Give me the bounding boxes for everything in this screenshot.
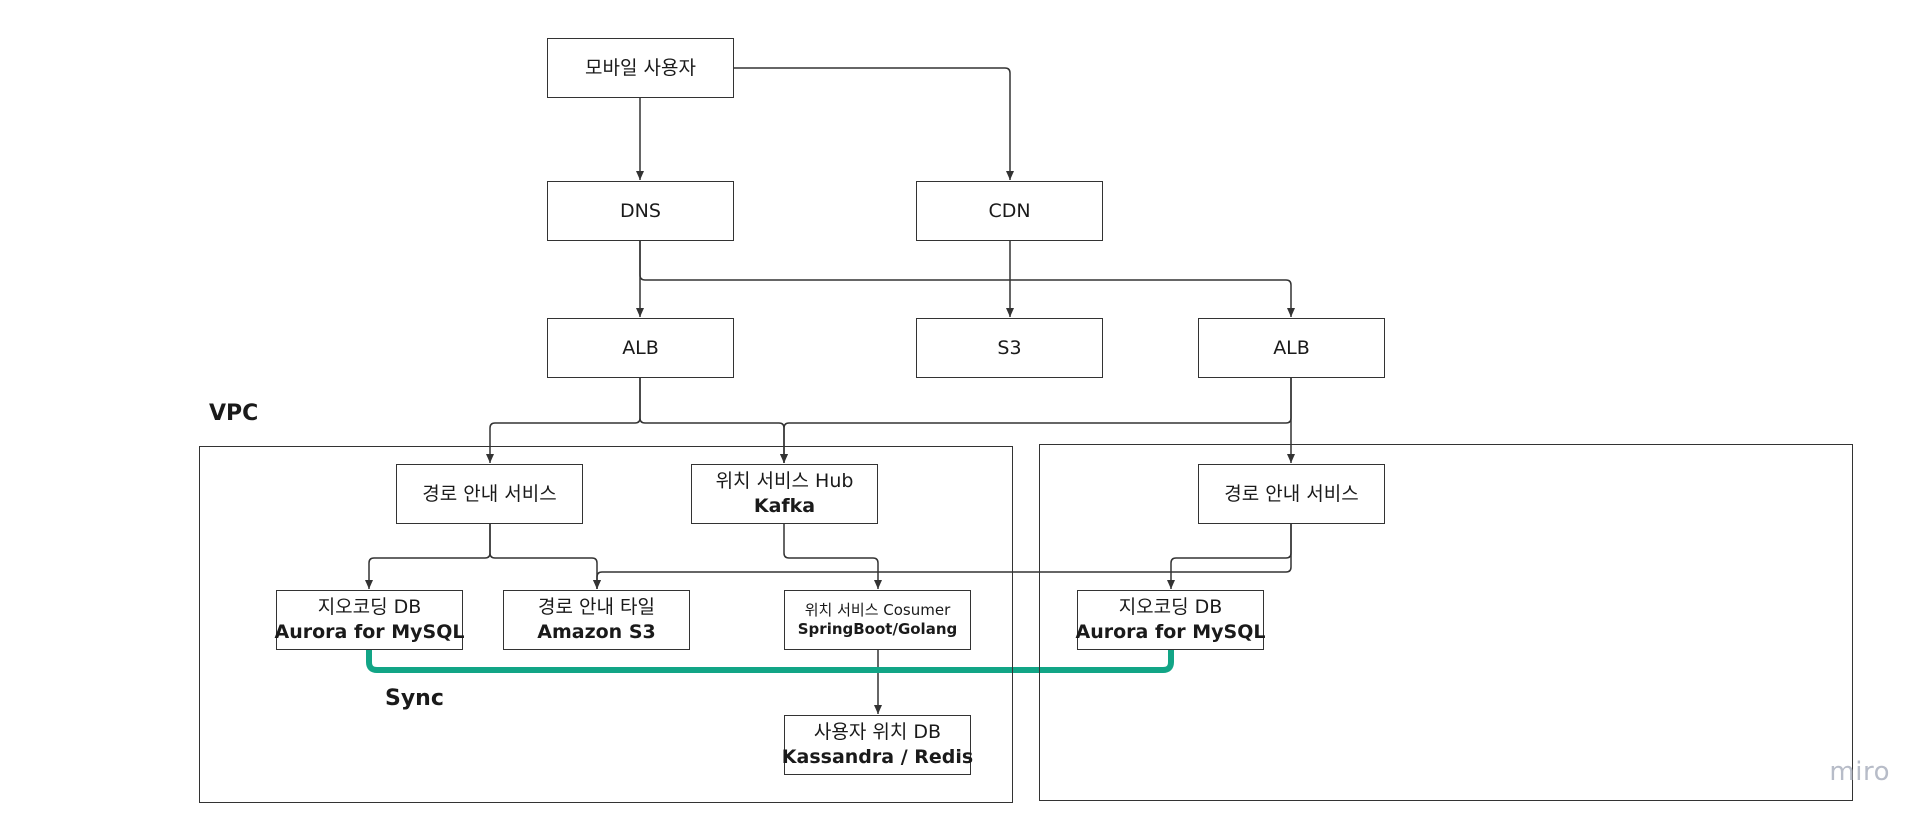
node-label: 위치 서비스 Cosumer bbox=[804, 600, 951, 619]
node-route-tile: 경로 안내 타일 Amazon S3 bbox=[503, 590, 690, 650]
node-label: 위치 서비스 Hub bbox=[715, 470, 854, 493]
node-sublabel: Aurora for MySQL bbox=[274, 621, 465, 643]
node-dns: DNS bbox=[547, 181, 734, 241]
node-geocoding-db-right: 지오코딩 DB Aurora for MySQL bbox=[1075, 590, 1266, 650]
vpc-right-region bbox=[1039, 444, 1853, 801]
edge-route-service-right-to-geocoding bbox=[1167, 524, 1292, 589]
node-label: S3 bbox=[997, 336, 1022, 359]
vpc-left-region bbox=[199, 446, 1013, 803]
node-label: 사용자 위치 DB bbox=[813, 721, 942, 744]
edge-route-service-right-to-route-tile bbox=[593, 524, 1292, 589]
node-label: 모바일 사용자 bbox=[585, 56, 696, 79]
node-mobile-user: 모바일 사용자 bbox=[547, 38, 734, 98]
node-cdn: CDN bbox=[916, 181, 1103, 241]
node-label: ALB bbox=[622, 336, 659, 359]
edge-dns-to-alb-right bbox=[639, 241, 1295, 317]
miro-watermark: miro bbox=[1829, 757, 1890, 787]
edge-location-hub-to-consumer bbox=[783, 524, 882, 589]
node-label: 경로 안내 타일 bbox=[538, 596, 655, 619]
node-label: 경로 안내 서비스 bbox=[1224, 482, 1359, 505]
node-label: CDN bbox=[988, 199, 1031, 222]
node-user-location-db: 사용자 위치 DB Kassandra / Redis bbox=[781, 715, 974, 775]
edge-mobile-to-cdn bbox=[733, 67, 1014, 180]
node-label: 경로 안내 서비스 bbox=[422, 482, 557, 505]
node-s3: S3 bbox=[916, 318, 1103, 378]
edge-route-service-to-route-tile bbox=[489, 524, 601, 589]
node-sublabel: Kafka bbox=[753, 495, 816, 517]
sync-label: Sync bbox=[385, 686, 444, 711]
node-sublabel: Kassandra / Redis bbox=[781, 746, 974, 768]
node-location-consumer: 위치 서비스 Cosumer SpringBoot/Golang bbox=[784, 590, 971, 650]
node-sublabel: Aurora for MySQL bbox=[1075, 621, 1266, 643]
vpc-label: VPC bbox=[209, 401, 259, 426]
node-sublabel: Amazon S3 bbox=[537, 621, 656, 643]
node-label: DNS bbox=[620, 199, 661, 222]
node-geocoding-db-left: 지오코딩 DB Aurora for MySQL bbox=[274, 590, 465, 650]
node-label: ALB bbox=[1273, 336, 1310, 359]
node-location-hub: 위치 서비스 Hub Kafka bbox=[691, 464, 878, 524]
node-label: 지오코딩 DB bbox=[317, 596, 422, 619]
node-route-service-right: 경로 안내 서비스 bbox=[1198, 464, 1385, 524]
node-sublabel: SpringBoot/Golang bbox=[797, 620, 958, 638]
node-alb-right: ALB bbox=[1198, 318, 1385, 378]
node-route-service-left: 경로 안내 서비스 bbox=[396, 464, 583, 524]
node-alb-left: ALB bbox=[547, 318, 734, 378]
sync-line bbox=[366, 647, 1174, 673]
node-label: 지오코딩 DB bbox=[1118, 596, 1223, 619]
